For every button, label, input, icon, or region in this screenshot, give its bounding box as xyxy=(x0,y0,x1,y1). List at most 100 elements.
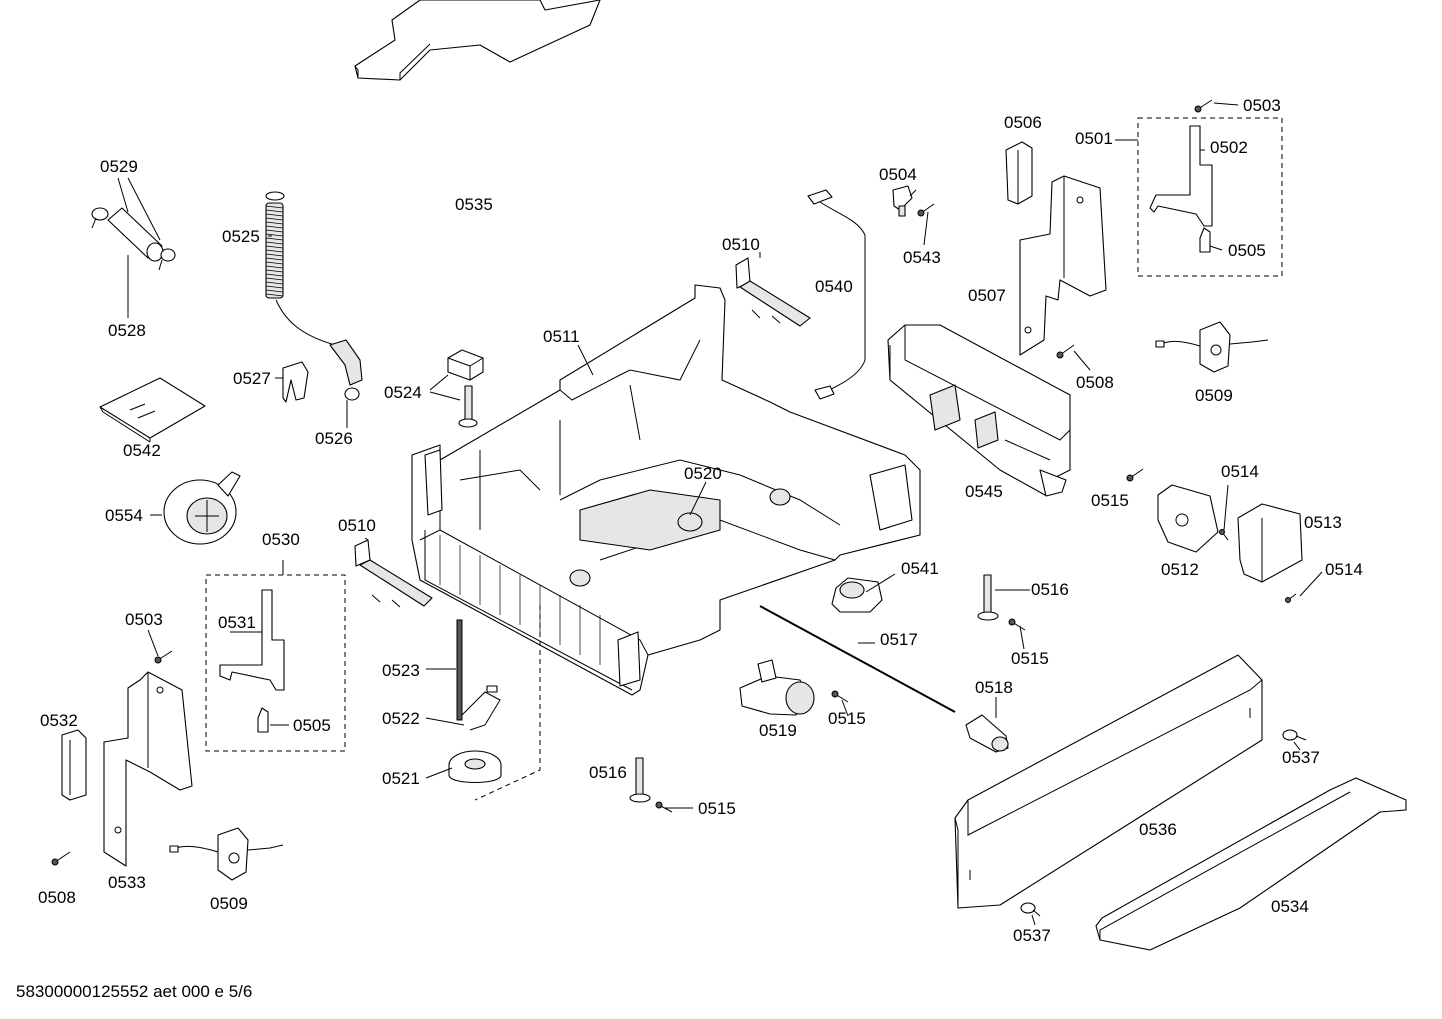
label-0532: 0532 xyxy=(40,711,78,730)
label-0534: 0534 xyxy=(1271,897,1309,916)
part-0506-cover xyxy=(1005,141,1033,205)
label-0518: 0518 xyxy=(975,678,1013,697)
label-0503-upper: 0503 xyxy=(1243,96,1281,115)
part-0509-sensor-lower xyxy=(169,827,284,881)
label-0537-b: 0537 xyxy=(1013,926,1051,945)
group-box-0501 xyxy=(1137,117,1283,277)
part-0510-spring-left xyxy=(354,539,433,608)
label-0514-b: 0514 xyxy=(1325,560,1363,579)
part-0515-screw-c xyxy=(831,690,849,703)
part-0510-spring-upper xyxy=(735,257,811,327)
label-0513: 0513 xyxy=(1304,513,1342,532)
label-0524: 0524 xyxy=(384,383,422,402)
part-0513-cover xyxy=(1237,503,1303,583)
part-0503-screw-upper xyxy=(1194,99,1213,113)
part-0516-screw-upper xyxy=(977,574,999,621)
label-0542: 0542 xyxy=(123,441,161,460)
assembly-dashline xyxy=(474,605,541,801)
label-0528: 0528 xyxy=(108,321,146,340)
label-0506: 0506 xyxy=(1004,113,1042,132)
part-0502-bracket xyxy=(1149,125,1213,227)
label-0517: 0517 xyxy=(880,630,918,649)
label-0541: 0541 xyxy=(901,559,939,578)
part-0534-plinth xyxy=(1095,777,1407,951)
part-0508-screw-upper xyxy=(1056,344,1075,359)
part-0514-screw-b xyxy=(1285,593,1297,603)
part-0505-clip-upper xyxy=(1199,227,1211,253)
part-0505-clip-lower xyxy=(257,707,269,733)
label-0545: 0545 xyxy=(965,482,1003,501)
part-0517-rod xyxy=(759,605,956,713)
leader-lines xyxy=(117,102,1323,926)
label-0504: 0504 xyxy=(879,165,917,184)
label-0537-a: 0537 xyxy=(1282,748,1320,767)
part-0526-hose-end xyxy=(329,339,363,401)
label-0529: 0529 xyxy=(100,157,138,176)
part-0515-screw-d xyxy=(655,801,673,813)
part-0523-shaft xyxy=(456,619,463,721)
label-0505-upper: 0505 xyxy=(1228,241,1266,260)
part-0509-sensor-upper xyxy=(1155,321,1269,373)
part-0528-tube xyxy=(91,207,176,271)
part-0525-hose xyxy=(265,191,336,346)
label-0510-lower: 0510 xyxy=(338,516,376,535)
part-0514-screw-a xyxy=(1219,529,1229,541)
label-0509-lower: 0509 xyxy=(210,894,248,913)
part-0504-switch xyxy=(892,185,913,217)
part-0537-screw-b xyxy=(1020,902,1041,917)
part-0542-bag xyxy=(99,377,206,443)
label-0531: 0531 xyxy=(218,613,256,632)
label-0509-upper: 0509 xyxy=(1195,386,1233,405)
part-0516-screw-lower xyxy=(629,757,651,803)
label-0535: 0535 xyxy=(455,195,493,214)
part-0515-screw-a xyxy=(1126,468,1144,482)
label-0521: 0521 xyxy=(382,769,420,788)
part-0515-screw-b xyxy=(1008,618,1026,631)
label-0540: 0540 xyxy=(815,277,853,296)
label-0502: 0502 xyxy=(1210,138,1248,157)
part-0536-front-panel xyxy=(954,654,1263,909)
part-0554-pump xyxy=(163,471,241,545)
part-0511-base-frame xyxy=(411,284,921,696)
label-0508-lower: 0508 xyxy=(38,888,76,907)
part-0531-bracket xyxy=(219,589,285,691)
part-0535-top-plate xyxy=(354,0,601,81)
part-0532-cover xyxy=(61,729,87,801)
part-0533-bracket xyxy=(103,671,193,867)
label-0515-b: 0515 xyxy=(1011,649,1049,668)
part-0537-screw-a xyxy=(1282,729,1307,741)
label-0526: 0526 xyxy=(315,429,353,448)
label-0503-lower: 0503 xyxy=(125,610,163,629)
label-0516-upper: 0516 xyxy=(1031,580,1069,599)
label-0519: 0519 xyxy=(759,721,797,740)
label-0514-a: 0514 xyxy=(1221,462,1259,481)
part-0503-screw-lower xyxy=(154,650,173,664)
label-0508-upper: 0508 xyxy=(1076,373,1114,392)
label-0536: 0536 xyxy=(1139,820,1177,839)
label-0554: 0554 xyxy=(105,506,143,525)
label-0515-d: 0515 xyxy=(698,799,736,818)
part-0519-valve xyxy=(739,659,815,716)
part-labels: 0529 0528 0525 0535 0527 0526 0524 0542 … xyxy=(38,96,1363,945)
label-0527: 0527 xyxy=(233,369,271,388)
label-0515-a: 0515 xyxy=(1091,491,1129,510)
part-0524-cap xyxy=(447,349,484,381)
part-0543-screw xyxy=(917,203,935,217)
part-0540-harness xyxy=(807,189,866,400)
group-box-0530 xyxy=(205,574,346,752)
label-0515-c: 0515 xyxy=(828,709,866,728)
part-0527-clip xyxy=(282,361,309,403)
part-0541-motor xyxy=(831,577,883,613)
part-0512-housing xyxy=(1157,484,1219,553)
label-0533: 0533 xyxy=(108,873,146,892)
label-0501: 0501 xyxy=(1075,129,1113,148)
label-0511: 0511 xyxy=(543,327,580,346)
label-0512: 0512 xyxy=(1161,560,1199,579)
document-footer-code: 58300000125552 aet 000 e 5/6 xyxy=(16,982,252,1001)
label-0523: 0523 xyxy=(382,661,420,680)
label-0520: 0520 xyxy=(684,464,722,483)
part-0545-control-module xyxy=(887,324,1071,497)
label-0543: 0543 xyxy=(903,248,941,267)
